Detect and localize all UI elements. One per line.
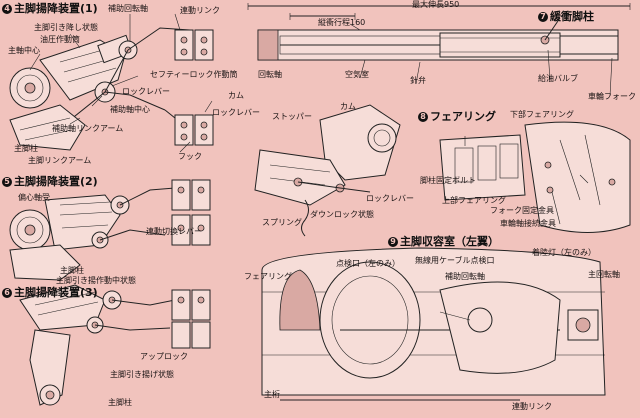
wheel-well-drawing [261, 247, 606, 401]
label-main-axis: 主軸中心 [8, 46, 40, 55]
label-main-strut-3: 主脚柱 [108, 398, 132, 407]
section-7-number: 7 [538, 12, 548, 22]
fairing-drawing [439, 121, 631, 233]
mechanism-3-drawing [19, 284, 211, 406]
label-aux-pivot: 補助回転軸 [108, 4, 148, 13]
label-upper-fairing: 上部フェアリング [442, 196, 506, 205]
label-landing-light: 着陸灯（左のみ） [532, 248, 596, 257]
label-main-spar: 主桁 [264, 390, 280, 399]
label-lower-fairing: 下部フェアリング [510, 110, 574, 119]
label-max-extension: 最大伸長950 [412, 0, 460, 9]
label-eccentric-bearing: 偏心軸受 [18, 193, 50, 202]
mechanism-2-drawing [9, 179, 211, 281]
label-pivot: 回転軸 [258, 70, 282, 79]
label-lowered-state: 主脚引き降し状態 [34, 23, 98, 32]
label-main-link-arm: 主脚リンクアーム [28, 156, 92, 165]
label-fairing-9: フェアリング [244, 272, 292, 281]
section-4-number: 4 [2, 4, 12, 14]
leader-lines [29, 13, 613, 321]
label-radio-cable-port: 無線用ケーブル点検口 [415, 256, 495, 265]
label-aux-link-arm: 補助軸リンクアーム [52, 124, 124, 133]
section-7-title: 緩衝脚柱 [550, 10, 594, 23]
label-axle-fitting: 車輪軸接続金具 [500, 219, 556, 228]
label-downlock-state: ダウンロック状態 [310, 210, 374, 219]
label-stopper: ストッパー [272, 112, 312, 121]
section-5-title: 主脚揚降装置(2) [14, 175, 98, 188]
label-uplock: アップロック [140, 352, 188, 361]
label-cam-2: カム [340, 102, 356, 111]
label-main-pivot: 主回転軸 [588, 270, 620, 279]
label-stroke: 縦衝行程160 [318, 18, 366, 27]
section-9-title: 主脚収容室（左翼） [400, 235, 499, 248]
label-lock-lever-3: ロックレバー [366, 194, 414, 203]
label-fork-fitting: フォーク固定金具 [490, 206, 554, 215]
label-spring: スプリング [262, 218, 302, 227]
label-hook: フック [178, 152, 202, 161]
shock-strut-drawing [247, 3, 631, 61]
label-needle-valve: 針弁 [410, 76, 426, 85]
label-lock-lever-2: ロックレバー [212, 108, 260, 117]
section-9-number: 9 [388, 237, 398, 247]
label-link-top: 連動リンク [180, 6, 220, 15]
label-aux-axis-center: 補助軸中心 [110, 105, 150, 114]
label-strut-bolt: 脚柱固定ボルト [420, 176, 476, 185]
label-switch-lever: 連動切換レバー [146, 227, 202, 236]
label-link-bottom: 連動リンク [512, 402, 552, 411]
label-air-chamber: 空気室 [345, 70, 369, 79]
label-wheel-fork: 車輪フォーク [588, 92, 636, 101]
label-safety-lock: セフティーロック作動筒 [150, 70, 238, 79]
downlock-drawing [254, 104, 401, 237]
section-6-number: 6 [2, 288, 12, 298]
section-5-number: 5 [2, 177, 12, 187]
label-main-strut-1: 主脚柱 [14, 144, 38, 153]
label-aux-pivot-2: 補助回転軸 [445, 272, 485, 281]
label-inspection-port: 点検口（左のみ） [336, 259, 400, 268]
label-retracting-state: 主脚引き揚作動中状態 [56, 276, 136, 285]
mechanism-1-drawing [9, 27, 214, 151]
label-hydraulic-cylinder: 油圧作動筒 [40, 35, 80, 44]
section-8-title: フェアリング [430, 110, 496, 123]
label-retracted-state: 主脚引き揚げ状態 [110, 370, 174, 379]
label-cam-1: カム [228, 91, 244, 100]
label-main-strut-2: 主脚柱 [60, 266, 84, 275]
section-8-number: 8 [418, 112, 428, 122]
section-6-title: 主脚揚降装置(3) [14, 286, 98, 299]
label-oil-valve: 給油バルブ [538, 74, 578, 83]
label-lock-lever-1: ロックレバー [122, 87, 170, 96]
section-4-title: 主脚揚降装置(1) [14, 2, 98, 15]
